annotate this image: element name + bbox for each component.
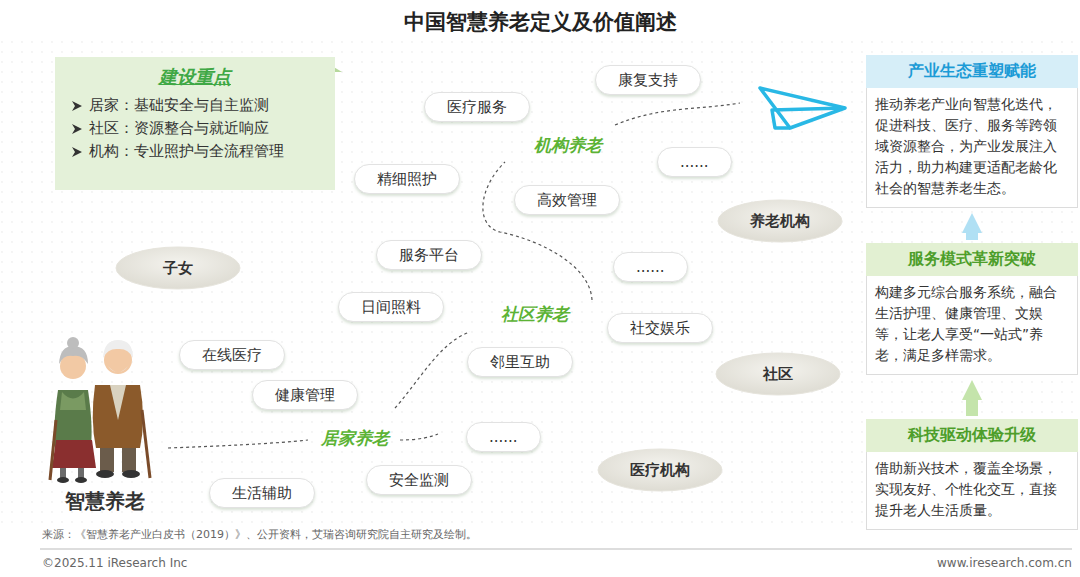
node-text: 社交娱乐 xyxy=(630,318,690,338)
node-text: 社区 xyxy=(763,365,793,384)
website: www.iresearch.com.cn xyxy=(937,556,1072,570)
key-point: 居家：基础安全与自主监测 xyxy=(89,95,319,115)
bullet-arrow xyxy=(71,123,83,135)
heading: 服务模式革新突破 xyxy=(866,243,1078,276)
bullet-row: 社区：资源整合与就近响应 xyxy=(71,118,319,138)
service-pill: 邻里互助 xyxy=(467,347,573,377)
node-text: 生活辅助 xyxy=(232,483,292,503)
title: 中国智慧养老定义及价值阐述 xyxy=(0,8,1080,36)
service-pill: 安全监测 xyxy=(366,465,472,495)
bullet-arrow xyxy=(71,146,83,158)
body-text: 借助新兴技术，覆盖全场景，实现友好、个性化交互，直接提升老人生活质量。 xyxy=(866,452,1078,530)
bullet-row: 机构：专业照护与全流程管理 xyxy=(71,141,319,161)
copyright: ©2025.11 iResearch Inc xyxy=(42,556,187,570)
node-text: 子女 xyxy=(163,259,193,278)
figure-caption: 智慧养老 xyxy=(65,488,145,515)
elderly-couple-illustration xyxy=(50,337,150,483)
body-text: 推动养老产业向智慧化迭代，促进科技、医疗、服务等跨领域资源整合，为产业发展注入活… xyxy=(866,88,1078,208)
service-pill: ...... xyxy=(466,422,541,452)
node-text: 医疗服务 xyxy=(447,97,507,117)
value-panel: 服务模式革新突破构建多元综合服务系统，融合生活护理、健康管理、文娱等，让老人享受… xyxy=(866,243,1078,375)
node-text: 精细照护 xyxy=(377,169,437,189)
paper-airplane xyxy=(760,88,845,128)
place-ellipse: 医疗机构 xyxy=(597,448,723,492)
footer-rule xyxy=(40,549,1072,550)
mode-label: 机构养老 xyxy=(534,134,602,157)
service-pill: ...... xyxy=(657,147,732,177)
service-pill: 康复支持 xyxy=(595,65,701,95)
service-pill: 生活辅助 xyxy=(209,478,315,508)
body-text: 构建多元综合服务系统，融合生活护理、健康管理、文娱等，让老人享受“一站式”养老，… xyxy=(866,276,1078,375)
service-pill: 在线医疗 xyxy=(179,340,285,370)
node-text: 日间照料 xyxy=(361,297,421,317)
service-pill: 精细照护 xyxy=(354,164,460,194)
node-text: ...... xyxy=(489,427,518,447)
heading: 科技驱动体验升级 xyxy=(866,419,1078,452)
service-pill: 服务平台 xyxy=(376,240,482,270)
flow-arrow xyxy=(966,398,978,416)
source-note: 来源：《智慧养老产业白皮书（2019）》、公开资料，艾瑞咨询研究院自主研究及绘制… xyxy=(42,527,477,542)
node-text: 在线医疗 xyxy=(202,345,262,365)
node-text: 康复支持 xyxy=(618,70,678,90)
service-pill: 社交娱乐 xyxy=(607,313,713,343)
node-text: 高效管理 xyxy=(537,190,597,210)
service-pill: 健康管理 xyxy=(252,380,358,410)
node-text: 养老机构 xyxy=(750,212,810,231)
value-panel: 科技驱动体验升级借助新兴技术，覆盖全场景，实现友好、个性化交互，直接提升老人生活… xyxy=(866,419,1078,530)
flow-arrow xyxy=(966,231,978,240)
dot-ground xyxy=(0,40,1080,530)
node-text: 服务平台 xyxy=(399,245,459,265)
node-text: 安全监测 xyxy=(389,470,449,490)
service-pill: 医疗服务 xyxy=(424,92,530,122)
value-panel: 产业生态重塑赋能推动养老产业向智慧化迭代，促进科技、医疗、服务等跨领域资源整合，… xyxy=(866,55,1078,208)
node-text: 医疗机构 xyxy=(630,461,690,480)
key-point: 社区：资源整合与就近响应 xyxy=(89,118,319,138)
node-text: ...... xyxy=(636,257,665,277)
node-text: 健康管理 xyxy=(275,385,335,405)
bullet-arrow xyxy=(71,100,83,112)
key-point: 机构：专业照护与全流程管理 xyxy=(89,141,319,161)
mode-label: 居家养老 xyxy=(321,427,389,450)
node-text: ...... xyxy=(680,152,709,172)
place-ellipse: 子女 xyxy=(115,246,241,290)
key-points-box: 建设重点居家：基础安全与自主监测社区：资源整合与就近响应机构：专业照护与全流程管… xyxy=(55,57,335,190)
place-ellipse: 社区 xyxy=(715,352,841,396)
place-ellipse: 养老机构 xyxy=(717,199,843,243)
mode-label: 社区养老 xyxy=(501,303,569,326)
heading: 建设重点 xyxy=(71,65,319,89)
service-pill: 高效管理 xyxy=(514,185,620,215)
service-pill: ...... xyxy=(613,252,688,282)
bullet-row: 居家：基础安全与自主监测 xyxy=(71,95,319,115)
node-text: 邻里互助 xyxy=(490,352,550,372)
service-pill: 日间照料 xyxy=(338,292,444,322)
heading: 产业生态重塑赋能 xyxy=(866,55,1078,88)
